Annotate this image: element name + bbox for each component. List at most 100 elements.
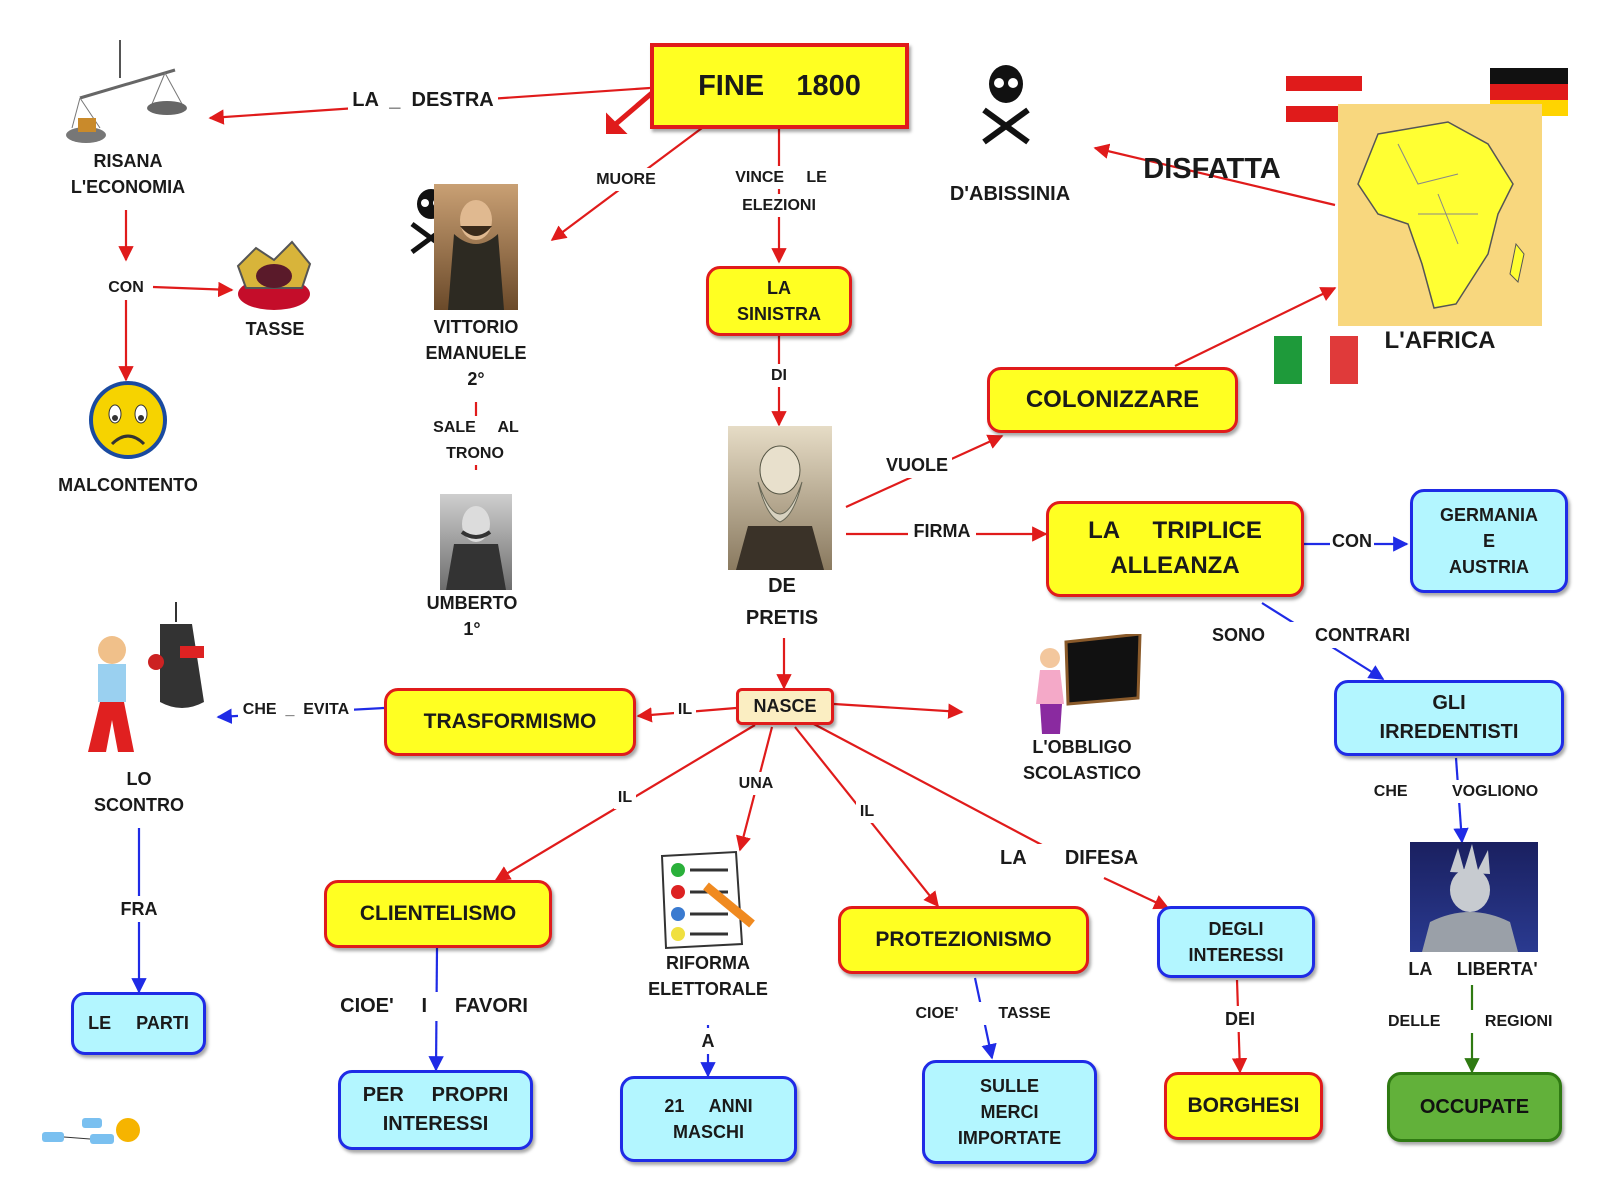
link-trono: TRONO bbox=[440, 442, 510, 466]
link-la-destra: LA _ DESTRA bbox=[348, 86, 498, 115]
label-d-abissinia: D'ABISSINIA bbox=[949, 183, 1071, 205]
colonizzare-text: COLONIZZARE bbox=[1025, 385, 1200, 413]
italy-flag bbox=[1274, 336, 1358, 384]
label-la-liberta: LA LIBERTA' bbox=[1408, 959, 1538, 979]
la-sinistra-line1: LA bbox=[767, 277, 791, 298]
red-arrow-icon bbox=[604, 88, 657, 136]
node-germania-austria[interactable]: GERMANIA E AUSTRIA bbox=[1410, 489, 1568, 593]
link-cioe-favori: CIOE' I FAVORI bbox=[334, 992, 534, 1021]
de-pretis-line2: PRETIS bbox=[745, 607, 819, 629]
link-che-evita: CHE _ EVITA bbox=[238, 698, 354, 722]
nasce-text: NASCE bbox=[753, 696, 817, 717]
sad-face-icon bbox=[88, 380, 168, 460]
umberto-portrait bbox=[440, 494, 512, 590]
label-de-pretis: DE PRETIS bbox=[730, 570, 834, 634]
skull-crossbones-icon-2 bbox=[978, 62, 1034, 146]
node-merci-importate[interactable]: SULLE MERCI IMPORTATE bbox=[922, 1060, 1097, 1164]
la-sinistra-line2: SINISTRA bbox=[736, 304, 821, 324]
link-la-difesa: LA DIFESA bbox=[1000, 844, 1138, 873]
occupate-text: OCCUPATE bbox=[1419, 1095, 1530, 1118]
label-tasse: TASSE bbox=[245, 319, 305, 339]
edge-disfatta bbox=[1093, 143, 1336, 207]
label-riforma-elettorale: RIFORMA ELETTORALE bbox=[636, 950, 780, 1002]
statue-of-liberty-picture bbox=[1410, 842, 1538, 952]
node-borghesi[interactable]: BORGHESI bbox=[1164, 1072, 1323, 1140]
label-vittorio-emanuele: VITTORIO EMANUELE 2° bbox=[408, 314, 544, 392]
scontro-line1: LO bbox=[126, 769, 152, 789]
node-21-anni-maschi[interactable]: 21 ANNI MASCHI bbox=[620, 1076, 797, 1162]
merci-line2: MERCI bbox=[980, 1101, 1039, 1122]
label-risana-economia: RISANA L'ECONOMIA bbox=[58, 148, 198, 200]
trasformismo-text: TRASFORMISMO bbox=[423, 709, 597, 733]
node-trasformismo[interactable]: TRASFORMISMO bbox=[384, 688, 636, 756]
link-fra: FRA bbox=[116, 896, 162, 923]
link-il-trasformismo: IL bbox=[674, 698, 696, 722]
link-vuole: VUOLE bbox=[882, 452, 952, 479]
degli-line2: INTERESSI bbox=[1188, 945, 1284, 965]
label-lo-scontro: LO SCONTRO bbox=[84, 766, 194, 818]
node-triplice-alleanza[interactable]: LA TRIPLICE ALLEANZA bbox=[1046, 501, 1304, 597]
clientelismo-text: CLIENTELISMO bbox=[359, 901, 517, 925]
le-parti-text: LE PARTI bbox=[88, 1013, 189, 1034]
link-il-clientelismo: IL bbox=[614, 786, 636, 810]
de-pretis-line1: DE bbox=[768, 575, 796, 597]
ballot-checklist-icon bbox=[656, 850, 760, 950]
riforma-line1: RIFORMA bbox=[666, 953, 750, 973]
germania-line2: E bbox=[1482, 530, 1495, 551]
title-node[interactable]: FINE 1800 bbox=[650, 43, 909, 129]
teacher-blackboard-icon bbox=[1026, 634, 1144, 736]
germania-line1: GERMANIA bbox=[1440, 504, 1538, 525]
edge-obbligo bbox=[833, 702, 964, 719]
triplice-line1: LA TRIPLICE bbox=[1088, 517, 1262, 545]
scales-icon bbox=[60, 40, 190, 150]
node-clientelismo[interactable]: CLIENTELISMO bbox=[324, 880, 552, 948]
link-dei: DEI bbox=[1222, 1006, 1258, 1033]
link-delle-regioni: DELLE REGIONI bbox=[1388, 1010, 1552, 1034]
node-occupate[interactable]: OCCUPATE bbox=[1387, 1072, 1562, 1142]
propri-line2: INTERESSI bbox=[382, 1113, 489, 1135]
mapper-logo bbox=[42, 1114, 162, 1160]
irredentisti-line2: IRREDENTISTI bbox=[1379, 721, 1519, 743]
anni-line2: MASCHI bbox=[673, 1122, 744, 1142]
boxer-punching-bag-icon bbox=[64, 602, 218, 764]
merci-line3: IMPORTATE bbox=[957, 1128, 1062, 1149]
obbligo-line2: SCOLASTICO bbox=[1022, 763, 1141, 784]
link-sale-al: SALE AL bbox=[428, 416, 524, 440]
link-a: A bbox=[698, 1028, 718, 1055]
node-degli-interessi[interactable]: DEGLI INTERESSI bbox=[1157, 906, 1315, 978]
node-nasce[interactable]: NASCE bbox=[736, 688, 834, 725]
link-che-vogliono: CHE VOGLIONO bbox=[1370, 780, 1542, 804]
label-umberto: UMBERTO 1° bbox=[416, 590, 528, 642]
link-muore: MUORE bbox=[590, 168, 662, 192]
link-firma: FIRMA bbox=[908, 518, 976, 545]
obbligo-line1: L'OBBLIGO bbox=[1032, 737, 1132, 757]
label-malcontento: MALCONTENTO bbox=[58, 475, 198, 495]
riforma-line2: ELETTORALE bbox=[648, 979, 768, 1000]
node-le-parti[interactable]: LE PARTI bbox=[71, 992, 206, 1055]
link-elezioni: ELEZIONI bbox=[734, 194, 824, 218]
borghesi-text: BORGHESI bbox=[1187, 1093, 1300, 1117]
link-con-tasse: CON bbox=[104, 276, 148, 300]
crown-icon bbox=[232, 236, 316, 316]
edge-difesa bbox=[809, 721, 1043, 846]
africa-map bbox=[1338, 104, 1542, 326]
node-colonizzare[interactable]: COLONIZZARE bbox=[987, 367, 1238, 433]
node-propri-interessi[interactable]: PER PROPRI INTERESSI bbox=[338, 1070, 533, 1150]
germania-line3: AUSTRIA bbox=[1449, 557, 1529, 578]
node-la-sinistra[interactable]: LA SINISTRA bbox=[706, 266, 852, 336]
scontro-line2: SCONTRO bbox=[94, 795, 184, 816]
label-disfatta: DISFATTA bbox=[1143, 153, 1281, 185]
vittorio-line1: VITTORIO bbox=[433, 317, 519, 337]
link-di: DI bbox=[764, 364, 794, 388]
link-sono-contrari: SONO CONTRARI bbox=[1212, 622, 1410, 649]
node-protezionismo[interactable]: PROTEZIONISMO bbox=[838, 906, 1089, 974]
edge-difesa-arrow bbox=[1103, 877, 1170, 910]
umberto-line2: 1° bbox=[463, 619, 481, 640]
irredentisti-line1: GLI bbox=[1432, 692, 1466, 714]
edge-colonizzare bbox=[1174, 287, 1337, 367]
link-una: UNA bbox=[736, 772, 776, 796]
degli-line1: DEGLI bbox=[1208, 918, 1264, 939]
title-text: FINE 1800 bbox=[698, 69, 861, 102]
node-irredentisti[interactable]: GLI IRREDENTISTI bbox=[1334, 680, 1564, 756]
umberto-line1: UMBERTO bbox=[426, 593, 518, 613]
